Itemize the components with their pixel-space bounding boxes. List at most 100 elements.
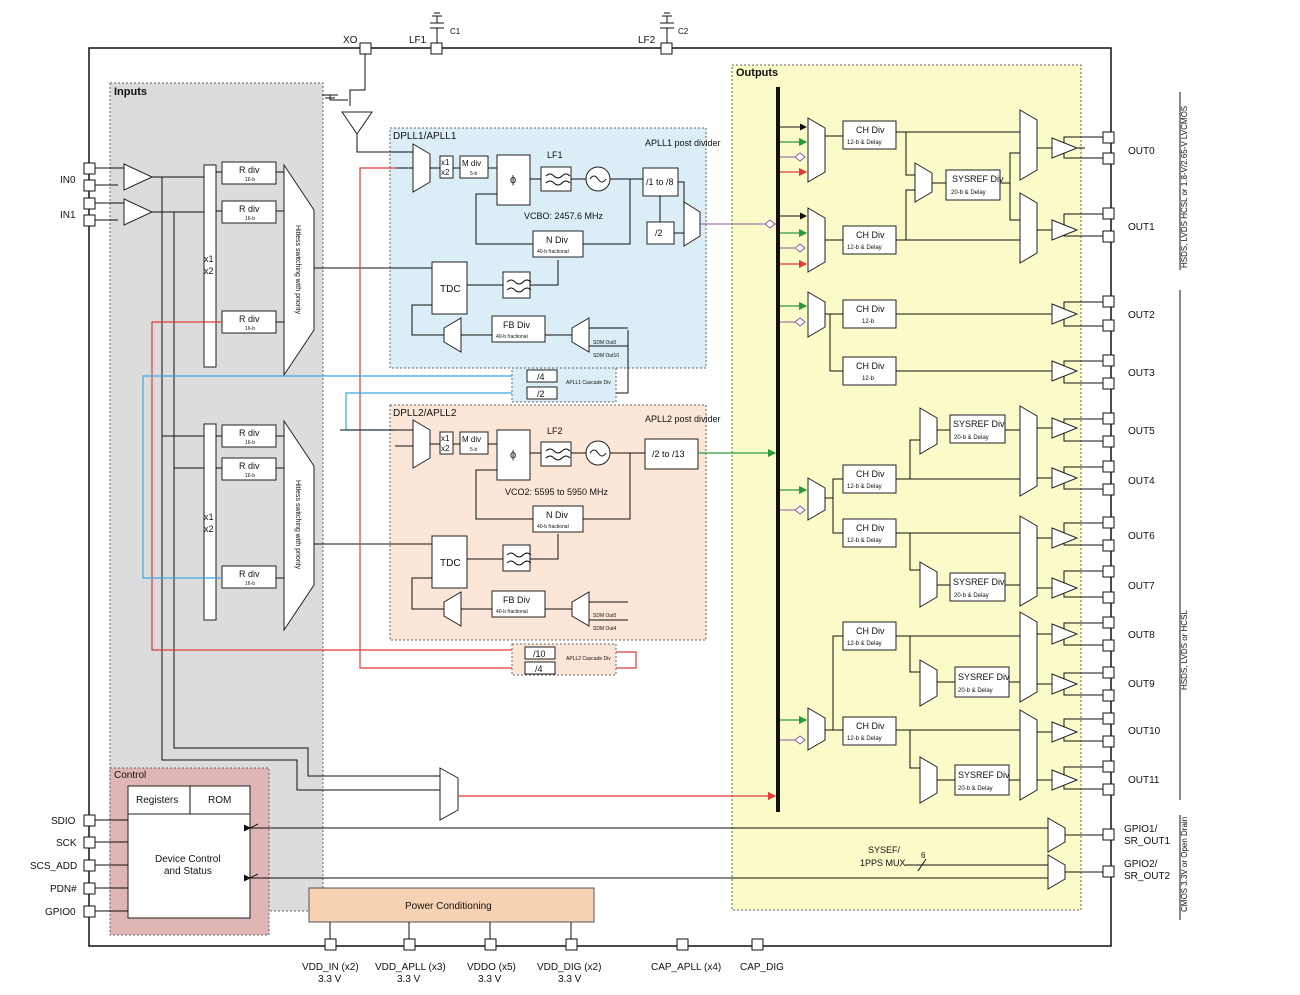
svg-text:16-b: 16-b [245, 177, 255, 183]
apll1-tdc [431, 261, 468, 315]
svg-text:16-b: 16-b [245, 326, 255, 332]
svg-text:12-b & Delay: 12-b & Delay [847, 484, 882, 490]
vdd-apll-label: VDD_APLL (x3) [375, 962, 446, 973]
svg-text:SYSREF Div: SYSREF Div [952, 174, 1004, 184]
out10-label: OUT10 [1128, 726, 1161, 737]
out1-label: OUT1 [1128, 222, 1155, 233]
svg-text:1PPS MUX: 1PPS MUX [860, 858, 906, 868]
device-control-block [127, 813, 251, 919]
out0-label: OUT0 [1128, 146, 1155, 157]
svg-text:40-b fractional: 40-b fractional [537, 524, 569, 530]
input-mux-2-label: Hitless switching with priority [294, 480, 301, 570]
svg-text:CH Div: CH Div [856, 361, 885, 371]
svg-text:SYSREF Div: SYSREF Div [953, 419, 1005, 429]
svg-text:x1: x1 [441, 158, 450, 167]
gpio0-label: GPIO0 [45, 907, 76, 918]
cap-dig-label: CAP_DIG [740, 962, 784, 973]
svg-text:/1 to /8: /1 to /8 [646, 177, 674, 187]
scs-add-label: SCS_ADD [30, 861, 77, 872]
apll1-x1x2 [439, 155, 454, 179]
outputs-title: Outputs [736, 67, 778, 79]
sdio-label: SDIO [51, 816, 76, 827]
in1-label: IN1 [60, 210, 76, 221]
svg-text:APLL2 Cascade Div: APLL2 Cascade Div [566, 656, 611, 662]
svg-text:20-b & Delay: 20-b & Delay [958, 786, 993, 792]
svg-text:40-b fractional: 40-b fractional [496, 334, 528, 340]
inputs-title: Inputs [114, 86, 147, 98]
svg-text:16-b: 16-b [245, 473, 255, 479]
bypass-mux [439, 767, 459, 821]
apll1-post-title: APLL1 post divider [645, 138, 721, 148]
svg-text:R div: R div [239, 165, 260, 175]
out23-group: CH Div 12-b CH Div 12-b [780, 291, 1103, 386]
input-scaler-2-x1: x1 [204, 512, 214, 522]
input-scaler-2 [203, 423, 217, 621]
svg-text:SDM Out4: SDM Out4 [593, 626, 617, 632]
apll1-dpll-filter [502, 271, 531, 299]
svg-text:SDM Out0: SDM Out0 [593, 613, 617, 619]
apll1-fb-div [491, 315, 546, 343]
svg-text:16-b: 16-b [245, 440, 255, 446]
svg-text:CH Div: CH Div [856, 230, 885, 240]
in1-pin-b [83, 214, 96, 227]
svg-text:M div: M div [462, 159, 481, 168]
rom-label: ROM [208, 795, 231, 806]
out8-label: OUT8 [1128, 630, 1155, 641]
input-scaler-2-x2: x2 [204, 524, 214, 534]
svg-text:12-b & Delay: 12-b & Delay [847, 538, 882, 544]
svg-text:R div: R div [239, 569, 260, 579]
svg-text:12-b & Delay: 12-b & Delay [847, 140, 882, 146]
in1-pin-a [83, 197, 96, 210]
svg-text:/2: /2 [537, 389, 545, 399]
apll2-input-mux [412, 419, 431, 469]
svg-text:LF1: LF1 [547, 150, 563, 160]
svg-text:SDM Out0: SDM Out0 [593, 340, 617, 346]
svg-text:/4: /4 [535, 664, 543, 674]
svg-text:R div: R div [239, 314, 260, 324]
out4-label: OUT4 [1128, 476, 1155, 487]
svg-text:16-b: 16-b [245, 581, 255, 587]
svg-text:/2 to /13: /2 to /13 [652, 449, 685, 459]
svg-text:TDC: TDC [440, 558, 461, 569]
vdd-in-label: VDD_IN (x2) [302, 962, 359, 973]
out8-11-group: CH Div 12-b & Delay CH Div 12-b & Delay … [780, 611, 1103, 804]
input-scaler-1 [203, 164, 217, 368]
svg-text:M div: M div [462, 435, 481, 444]
svg-text:16-b: 16-b [245, 216, 255, 222]
svg-text:40-b fractional: 40-b fractional [537, 249, 569, 255]
input-scaler-1-x1: x1 [204, 254, 214, 264]
svg-text:SDM Out10: SDM Out10 [593, 353, 619, 359]
svg-text:SYSREF Div: SYSREF Div [953, 577, 1005, 587]
apll1-out-mux [683, 201, 701, 247]
device-control-label-b: and Status [164, 866, 212, 877]
apll1-input-mux [412, 143, 431, 193]
svg-text:5-b: 5-b [470, 171, 477, 177]
svg-text:6: 6 [921, 851, 926, 860]
svg-text:CH Div: CH Div [856, 125, 885, 135]
svg-text:APLL1 Cascade Div: APLL1 Cascade Div [566, 380, 611, 386]
svg-text:/4: /4 [537, 372, 545, 382]
apll1-phase-detector [496, 154, 531, 206]
apll1-vco-label: VCBO: 2457.6 MHz [524, 211, 604, 221]
vdd-apll-volt: 3.3 V [397, 974, 421, 985]
out3-label: OUT3 [1128, 368, 1155, 379]
side-note-b: HSDS, LVDS or HCSL [1180, 610, 1189, 690]
apll2-post-div [644, 438, 699, 470]
svg-text:20-b & Delay: 20-b & Delay [954, 435, 989, 441]
svg-text:20-b & Delay: 20-b & Delay [958, 688, 993, 694]
out01-group: CH Div 12-b & Delay CH Div 12-b & Delay … [780, 109, 1103, 273]
svg-text:/10: /10 [533, 649, 546, 659]
sck-label: SCK [56, 838, 77, 849]
cap-apll-label: CAP_APLL (x4) [651, 962, 721, 973]
input-scaler-1-x2: x2 [204, 266, 214, 276]
in0-buffer [123, 163, 154, 191]
svg-text:12-b: 12-b [862, 319, 875, 325]
svg-text:CH Div: CH Div [856, 523, 885, 533]
c2-label: C2 [678, 27, 689, 36]
vddo-label: VDDO (x5) [467, 962, 516, 973]
vdd-in-volt: 3.3 V [318, 974, 342, 985]
in0-pin-b [83, 179, 96, 192]
device-control-label-a: Device Control [155, 854, 221, 865]
out6-label: OUT6 [1128, 531, 1155, 542]
power-conditioning-block [308, 887, 595, 923]
